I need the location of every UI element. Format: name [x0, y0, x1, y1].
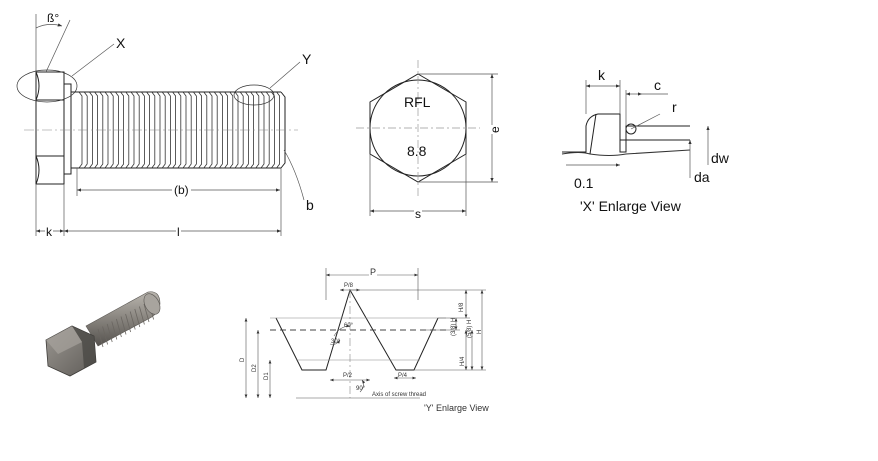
x-c-label: c	[654, 77, 661, 93]
thread-crest	[234, 91, 239, 169]
y-h8-label: H/8	[459, 302, 465, 312]
x-value-label: 0.1	[574, 175, 594, 191]
render-thread-line	[120, 316, 127, 335]
thread-crest	[229, 91, 234, 169]
render-thread-line	[116, 318, 122, 338]
render-thread-line	[97, 328, 104, 348]
y-angle60-label: 60°	[344, 323, 354, 329]
y-angle90-label: 90°	[356, 386, 366, 392]
thread-crest	[265, 91, 270, 169]
thread-crest	[213, 91, 218, 169]
thread-crest	[219, 91, 223, 169]
render-thread-line	[139, 306, 145, 325]
y-axis-label: Axis of screw thread	[372, 392, 427, 398]
thread-crest	[198, 91, 202, 169]
y-p8-label: P/8	[344, 283, 354, 289]
y-d2-label: D2	[252, 364, 258, 372]
render-thread-line	[129, 311, 136, 330]
across-flats-label: s	[414, 207, 422, 221]
render-thread-line	[143, 303, 150, 323]
y-d-label: D	[240, 357, 246, 362]
y-angle30-label: 30°	[331, 339, 341, 345]
across-corners-label: e	[488, 125, 502, 134]
thread-crest	[161, 91, 166, 169]
thread-crest	[182, 91, 187, 169]
y-h-label: H	[477, 329, 483, 334]
x-da-label: da	[694, 169, 710, 185]
b-label: b	[306, 197, 314, 213]
render-thread-line	[125, 313, 131, 333]
render-thread-line	[111, 321, 118, 340]
y-d1-label: D1	[264, 372, 270, 380]
thread-crest	[193, 91, 197, 169]
detail-y-label: Y	[302, 51, 312, 67]
x-k-label: k	[598, 67, 605, 83]
y-h58-label: (5/8) H	[467, 319, 473, 338]
head-marking-bottom: 8.8	[407, 143, 427, 159]
y-p4-label: P/4	[398, 373, 408, 379]
x-enlarge-caption: 'X' Enlarge View	[580, 198, 681, 214]
render-thread-line	[134, 308, 141, 328]
head-height-label: k	[45, 225, 53, 239]
head-dimensions	[356, 60, 498, 216]
y-enlarge-caption: 'Y' Enlarge View	[424, 403, 489, 413]
angle-label: ß°	[47, 11, 60, 25]
bolt-head	[35, 71, 65, 185]
enlarge-x-dimensions	[566, 80, 710, 178]
render-thread-line	[106, 323, 113, 343]
thread-crest	[271, 91, 275, 169]
detail-x-label: X	[116, 35, 126, 51]
length-label: l	[176, 225, 181, 239]
y-h38-label: (3/8) H	[451, 317, 457, 336]
bolt-dimensions	[16, 14, 305, 236]
bolt-3d-render	[45, 291, 161, 377]
y-h4-label: H/4	[460, 356, 466, 366]
y-p2-label: P/2	[343, 373, 353, 379]
thread-crest	[104, 91, 109, 169]
thread-crest	[177, 91, 182, 169]
bolt-side-view	[24, 71, 298, 185]
enlarge-y-dimensions	[244, 268, 486, 399]
enlarge-x-view	[561, 113, 691, 156]
x-r-label: r	[672, 99, 677, 115]
enlarge-y-view	[270, 288, 446, 371]
thread-crest	[146, 91, 150, 169]
thread-crest	[109, 91, 114, 169]
x-dw-label: dw	[711, 150, 729, 166]
thread-length-label: (b)	[172, 183, 191, 197]
thread-crest	[141, 91, 145, 169]
render-thread-line	[102, 326, 108, 345]
y-pitch-label: P	[369, 267, 378, 277]
head-marking-top: RFL	[404, 94, 431, 110]
